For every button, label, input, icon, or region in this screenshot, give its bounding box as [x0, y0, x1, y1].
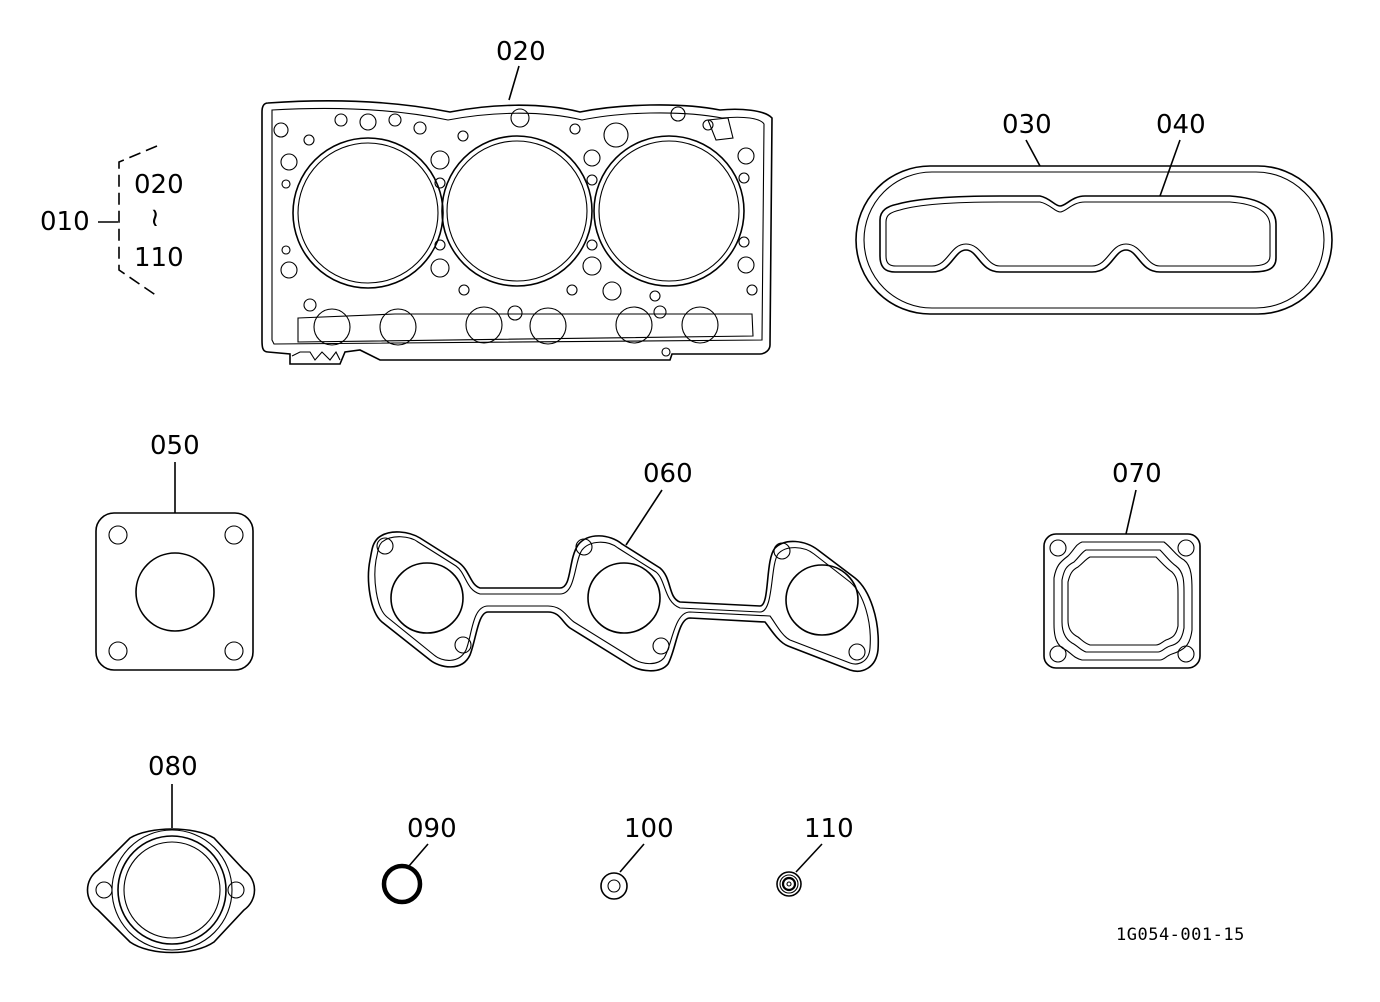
part-label-070: 070: [1112, 459, 1162, 489]
reference-code: 1G054-001-15: [1116, 925, 1245, 945]
part-label-080: 080: [148, 752, 198, 782]
kit-range-start: 020: [134, 170, 184, 200]
gasket-070: 070: [1043, 459, 1201, 669]
kit-label: 010: [40, 207, 90, 237]
kit-range-symbol: ≀: [150, 203, 160, 233]
kit-callout: 010 020 ≀ 110: [40, 145, 184, 297]
seal-110: 110: [776, 814, 854, 897]
washer-100: 100: [600, 814, 674, 900]
kit-range-end: 110: [134, 243, 184, 273]
part-label-100: 100: [624, 814, 674, 844]
o-ring-090: 090: [381, 814, 457, 905]
gasket-050: 050: [95, 431, 254, 671]
head-gasket-020: 020: [261, 37, 773, 365]
head-cover-gaskets-030-040: 030 040: [855, 110, 1333, 315]
part-label-030: 030: [1002, 110, 1052, 140]
part-label-020: 020: [496, 37, 546, 67]
part-label-060: 060: [643, 459, 693, 489]
gasket-080: 080: [86, 752, 256, 954]
part-label-110: 110: [804, 814, 854, 844]
manifold-gasket-060: 060: [367, 459, 880, 672]
part-label-050: 050: [150, 431, 200, 461]
part-label-090: 090: [407, 814, 457, 844]
part-label-040: 040: [1156, 110, 1206, 140]
